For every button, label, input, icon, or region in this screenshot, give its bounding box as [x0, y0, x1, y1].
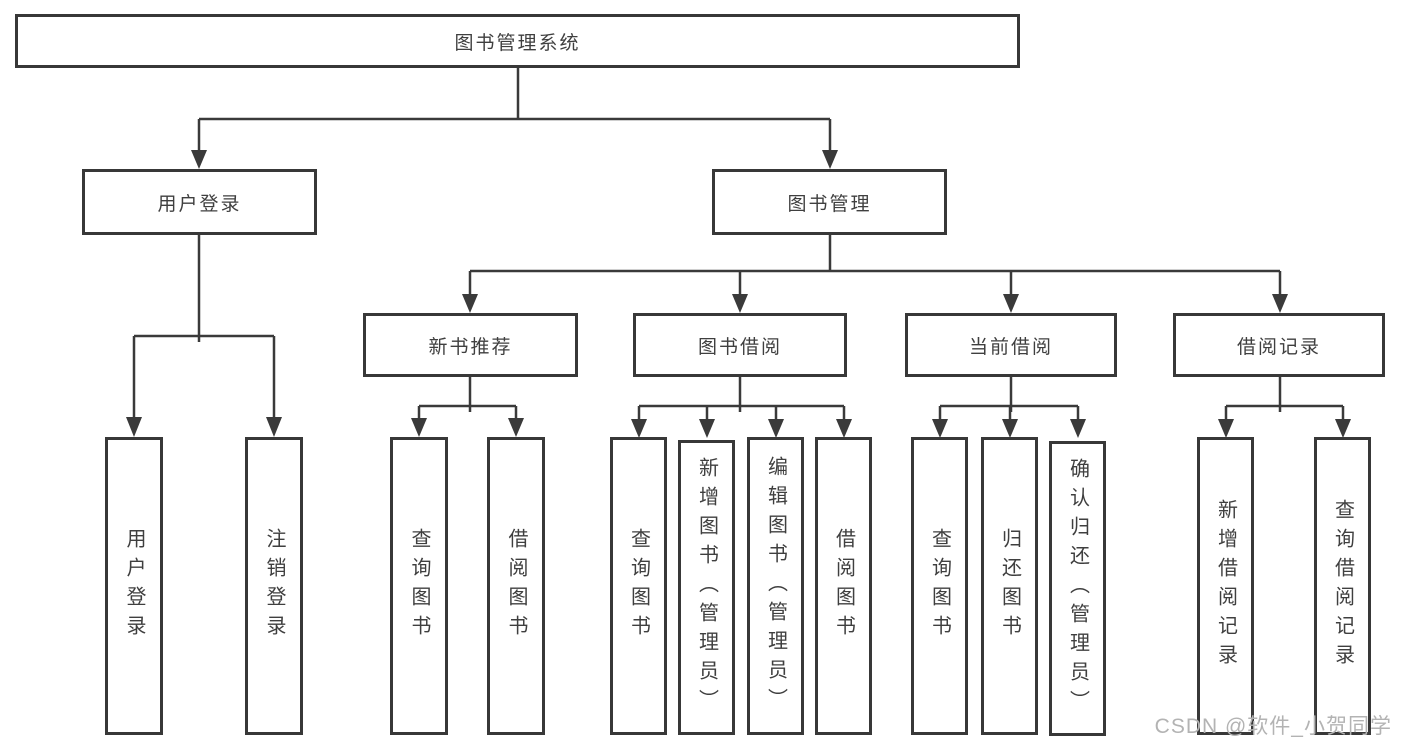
node-root-label: 图书管理系统 — [454, 32, 581, 54]
node-user-login: 用户登录 — [82, 169, 317, 235]
leaf-add-borrow-record: 新增借阅记录 — [1197, 437, 1254, 735]
leaf-borrow-books-recommend-label: 借阅图书 — [505, 528, 527, 644]
node-borrow-records-label: 借阅记录 — [1236, 336, 1321, 358]
leaf-query-borrow-record: 查询借阅记录 — [1314, 437, 1371, 735]
leaf-query-books-current-label: 查询图书 — [928, 528, 951, 644]
arrowheads — [126, 150, 1351, 438]
leaf-logout-label: 注销登录 — [263, 528, 285, 644]
leaf-query-books-recommend-label: 查询图书 — [408, 528, 430, 644]
connector-paths — [132, 68, 1345, 420]
leaf-borrow-books-borrow: 借阅图书 — [815, 437, 872, 735]
leaf-borrow-books-borrow-label: 借阅图书 — [832, 528, 855, 644]
leaf-query-books-borrow: 查询图书 — [610, 437, 667, 735]
node-book-management-label: 图书管理 — [787, 193, 872, 215]
leaf-return-book-label: 归还图书 — [998, 528, 1021, 644]
leaf-add-borrow-record-label: 新增借阅记录 — [1214, 499, 1237, 673]
watermark: CSDN @软件_小贺同学 — [1154, 715, 1392, 738]
leaf-logout: 注销登录 — [245, 437, 303, 735]
node-user-login-label: 用户登录 — [157, 193, 242, 215]
leaf-confirm-return-admin: 确认归还（管理员） — [1049, 441, 1106, 736]
leaf-edit-book-admin: 编辑图书（管理员） — [747, 437, 804, 735]
node-root: 图书管理系统 — [15, 14, 1020, 68]
node-new-book-recommend: 新书推荐 — [363, 313, 578, 377]
node-book-management: 图书管理 — [712, 169, 947, 235]
leaf-edit-book-admin-label: 编辑图书（管理员） — [764, 455, 787, 717]
leaf-confirm-return-admin-label: 确认归还（管理员） — [1066, 458, 1089, 719]
leaf-query-books-current: 查询图书 — [911, 437, 968, 735]
leaf-return-book: 归还图书 — [981, 437, 1038, 735]
leaf-query-books-borrow-label: 查询图书 — [627, 528, 650, 644]
leaf-query-books-recommend: 查询图书 — [390, 437, 448, 735]
node-book-borrow-label: 图书借阅 — [697, 336, 782, 358]
leaf-add-book-admin-label: 新增图书（管理员） — [695, 457, 718, 718]
leaf-user-login-label: 用户登录 — [123, 528, 145, 644]
leaf-add-book-admin: 新增图书（管理员） — [678, 440, 735, 735]
leaf-user-login: 用户登录 — [105, 437, 163, 735]
node-current-borrow-label: 当前借阅 — [968, 336, 1053, 358]
node-current-borrow: 当前借阅 — [905, 313, 1117, 377]
leaf-borrow-books-recommend: 借阅图书 — [487, 437, 545, 735]
node-book-borrow: 图书借阅 — [633, 313, 847, 377]
node-new-book-recommend-label: 新书推荐 — [428, 336, 513, 358]
node-borrow-records: 借阅记录 — [1173, 313, 1385, 377]
leaf-query-borrow-record-label: 查询借阅记录 — [1331, 499, 1354, 673]
